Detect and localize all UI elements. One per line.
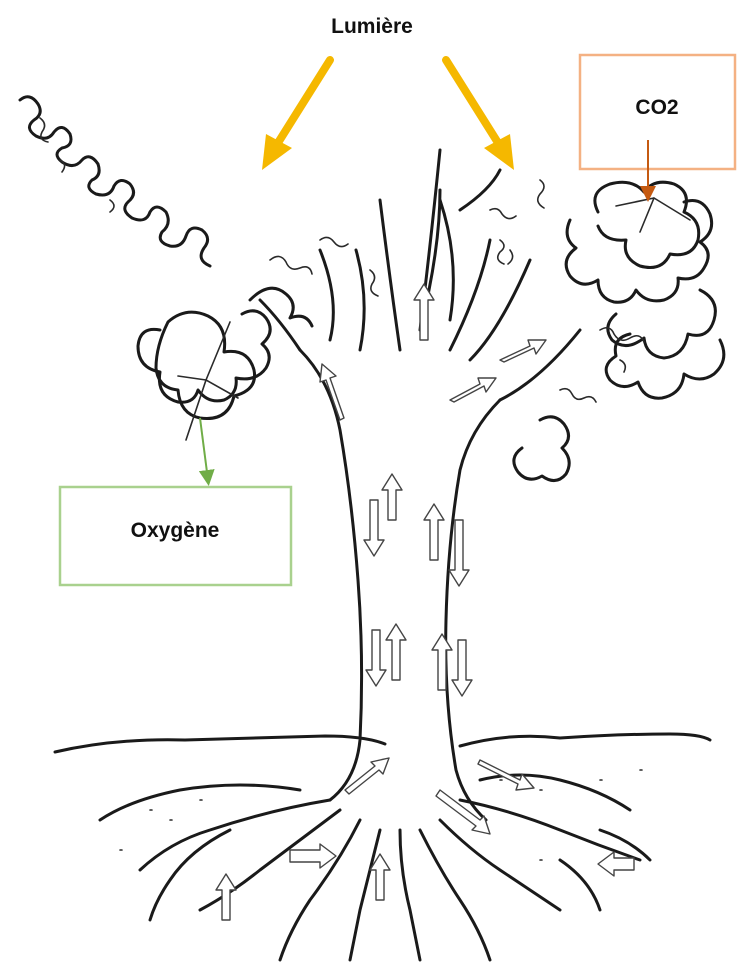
light-annotation: Lumière bbox=[262, 15, 514, 170]
branch-right bbox=[440, 170, 580, 400]
branch-center bbox=[380, 150, 440, 350]
branch-left bbox=[260, 250, 364, 350]
leaf-left-vein bbox=[178, 322, 238, 440]
sap-arrow-diagonal bbox=[500, 340, 546, 362]
sap-arrow-up bbox=[414, 284, 434, 340]
leaf-right-blade bbox=[595, 182, 699, 267]
leaf-left-blade bbox=[156, 312, 255, 418]
oxygen-annotation: Oxygène bbox=[60, 418, 291, 585]
sap-flow-arrows bbox=[216, 284, 634, 920]
sap-arrow-down bbox=[366, 630, 386, 686]
co2-annotation: CO2 bbox=[580, 55, 735, 196]
light-label: Lumière bbox=[331, 15, 413, 38]
trunk-left-edge bbox=[300, 350, 362, 800]
oxygen-label: Oxygène bbox=[131, 519, 220, 542]
canopy-right-squiggles bbox=[498, 180, 644, 402]
root-arrow bbox=[290, 844, 336, 868]
sap-arrow-up bbox=[382, 474, 402, 520]
light-arrow-right bbox=[446, 60, 514, 170]
leaf-right bbox=[595, 182, 699, 267]
canopy-left-inner-fold bbox=[250, 288, 312, 326]
canopy-left-outline bbox=[20, 97, 210, 266]
sap-arrow-down bbox=[452, 640, 472, 696]
sap-arrow-up bbox=[432, 634, 452, 690]
trunk-right-edge bbox=[446, 400, 500, 820]
leaf-right-vein bbox=[616, 198, 690, 232]
leaf-left bbox=[156, 312, 255, 440]
light-arrow-left bbox=[262, 60, 330, 170]
sap-arrow-down bbox=[364, 500, 384, 556]
sap-arrow-up bbox=[424, 504, 444, 560]
sap-arrow-diagonal bbox=[436, 790, 490, 834]
ground-line bbox=[55, 734, 710, 752]
sap-arrow-diagonal bbox=[450, 378, 496, 402]
root-arrow bbox=[216, 874, 236, 920]
sap-arrow-diagonal bbox=[320, 364, 344, 420]
co2-label: CO2 bbox=[635, 96, 678, 119]
sap-arrow-up bbox=[386, 624, 406, 680]
oxygen-arrow bbox=[200, 418, 208, 480]
ground-dots bbox=[120, 770, 642, 860]
